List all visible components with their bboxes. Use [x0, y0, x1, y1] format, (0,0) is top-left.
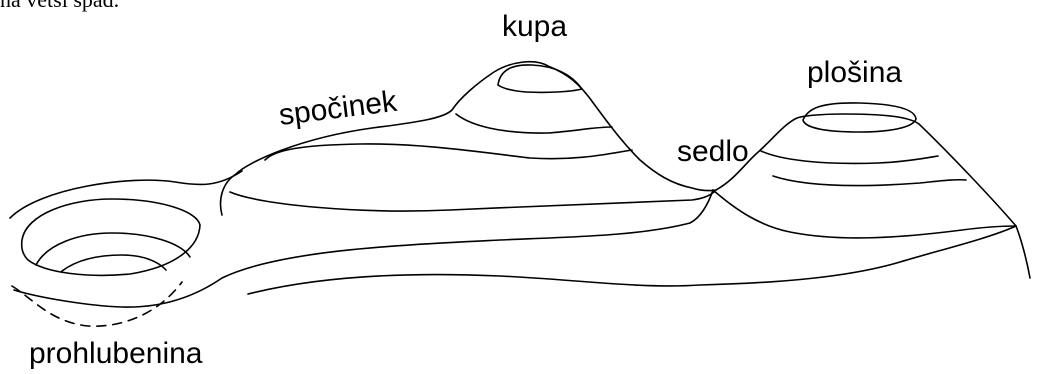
plateau-contour-2	[760, 150, 939, 165]
knoll-contour-3	[264, 143, 633, 161]
label-prohlubenina: prohlubenina	[29, 337, 203, 370]
landscape-right-edge	[1015, 225, 1031, 279]
depression-contour-2	[35, 232, 191, 266]
landscape-front-line	[13, 189, 714, 308]
knoll-contour-top	[497, 64, 583, 94]
depression-contour-3	[61, 254, 167, 272]
label-sedlo: sedlo	[677, 135, 749, 168]
landscape-lower-line	[247, 225, 1017, 295]
plateau-top-ellipse	[802, 102, 917, 133]
knoll-outline	[219, 60, 717, 216]
header-text-fragment: na větší spád.	[0, 0, 119, 11]
knoll-contour-2	[455, 113, 613, 134]
saddle-lower-curve	[712, 189, 1017, 239]
label-kupa: kupa	[502, 10, 568, 43]
label-plosina: plošina	[807, 56, 903, 89]
landscape-left-ridge	[9, 170, 243, 219]
depression-rim	[20, 198, 201, 277]
depression-group	[11, 198, 201, 327]
knoll-contour-4	[229, 191, 715, 212]
plateau-outline	[715, 113, 1017, 227]
plateau-contour-3	[772, 175, 967, 187]
